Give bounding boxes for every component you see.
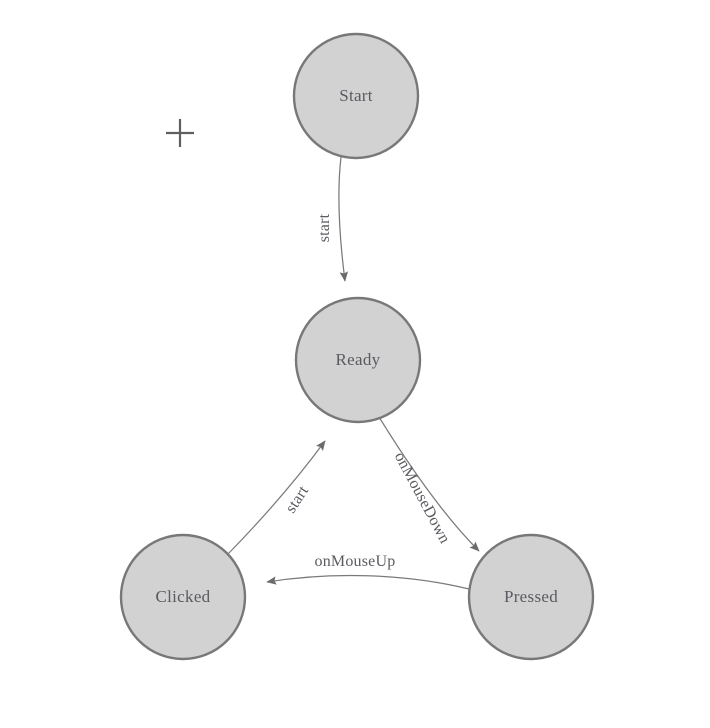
edge-line — [266, 574, 470, 590]
edge-label-clicked-to-ready: start — [282, 483, 312, 516]
node-pressed-circle — [467, 533, 595, 661]
crosshair-icon[interactable] — [166, 119, 194, 147]
edge-clicked-to-ready[interactable]: start — [227, 440, 326, 555]
node-start[interactable]: Start — [292, 32, 420, 160]
edge-label-pressed-to-clicked: onMouseUp — [315, 553, 396, 570]
node-pressed-label: Pressed — [504, 587, 558, 606]
edge-label-ready-to-pressed: onMouseDown — [391, 449, 453, 546]
node-ready-circle — [294, 296, 422, 424]
node-clicked-label: Clicked — [156, 587, 211, 606]
edge-line — [227, 440, 326, 555]
node-start-circle — [292, 32, 420, 160]
edge-ready-to-pressed[interactable]: onMouseDown — [378, 416, 480, 552]
edge-label-start-to-ready: start — [316, 213, 333, 242]
node-pressed[interactable]: Pressed — [467, 533, 595, 661]
node-ready-label: Ready — [336, 350, 381, 369]
edge-line — [338, 156, 349, 282]
node-clicked[interactable]: Clicked — [119, 533, 247, 661]
node-start-label: Start — [339, 86, 373, 105]
node-clicked-circle — [119, 533, 247, 661]
edge-pressed-to-clicked[interactable]: onMouseUp — [266, 553, 470, 590]
edge-start-to-ready[interactable]: start — [316, 156, 349, 282]
node-ready[interactable]: Ready — [294, 296, 422, 424]
edge-line — [378, 416, 480, 552]
